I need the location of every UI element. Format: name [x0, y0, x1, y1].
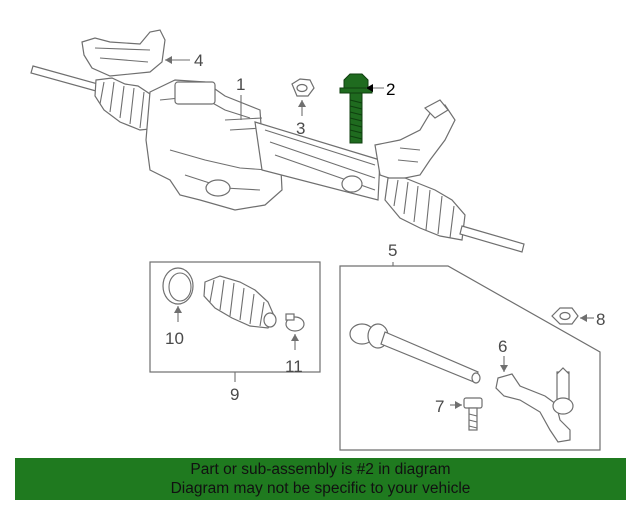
nut-part-3[interactable] [291, 78, 315, 97]
arrow-2 [366, 84, 373, 92]
callout-8: 8 [596, 310, 605, 329]
bolt-part-2[interactable] [339, 73, 373, 144]
arrow-11 [291, 334, 299, 341]
arrow-3 [298, 100, 306, 107]
arrow-6 [500, 365, 508, 372]
callout-1: 1 [236, 75, 245, 94]
arrow-4 [165, 56, 172, 64]
heat-shield-bracket-part-4[interactable] [81, 29, 166, 77]
inner-tie-rod[interactable] [349, 323, 481, 384]
callout-11: 11 [285, 357, 303, 376]
callout-10: 10 [165, 329, 184, 348]
steering-gear-assembly-part-1[interactable] [30, 65, 525, 253]
callout-4: 4 [194, 51, 203, 70]
callout-3: 3 [296, 119, 305, 138]
banner-line-1: Part or sub-assembly is #2 in diagram [190, 461, 451, 478]
banner-line-2: Diagram may not be specific to your vehi… [170, 480, 471, 497]
tie-rod-kit-box [339, 265, 601, 451]
arrow-10 [174, 306, 182, 313]
rack-boot[interactable] [203, 275, 277, 329]
arrow-8 [580, 314, 587, 322]
outer-tie-rod-end-part-6[interactable] [495, 367, 574, 443]
part-info-banner: Part or sub-assembly is #2 in diagram Di… [15, 458, 626, 500]
arrow-7 [455, 401, 462, 409]
callout-2: 2 [386, 80, 395, 99]
nut-part-8[interactable] [551, 307, 579, 325]
callout-7: 7 [435, 397, 444, 416]
callout-9: 9 [230, 385, 239, 404]
callout-5: 5 [388, 241, 397, 260]
bolt-part-7[interactable] [463, 397, 483, 431]
parts-diagram: 4 1 3 [30, 29, 605, 451]
clamp-part-11[interactable] [285, 313, 305, 332]
callout-6: 6 [498, 337, 507, 356]
clamp-ring-part-10[interactable] [162, 267, 194, 305]
